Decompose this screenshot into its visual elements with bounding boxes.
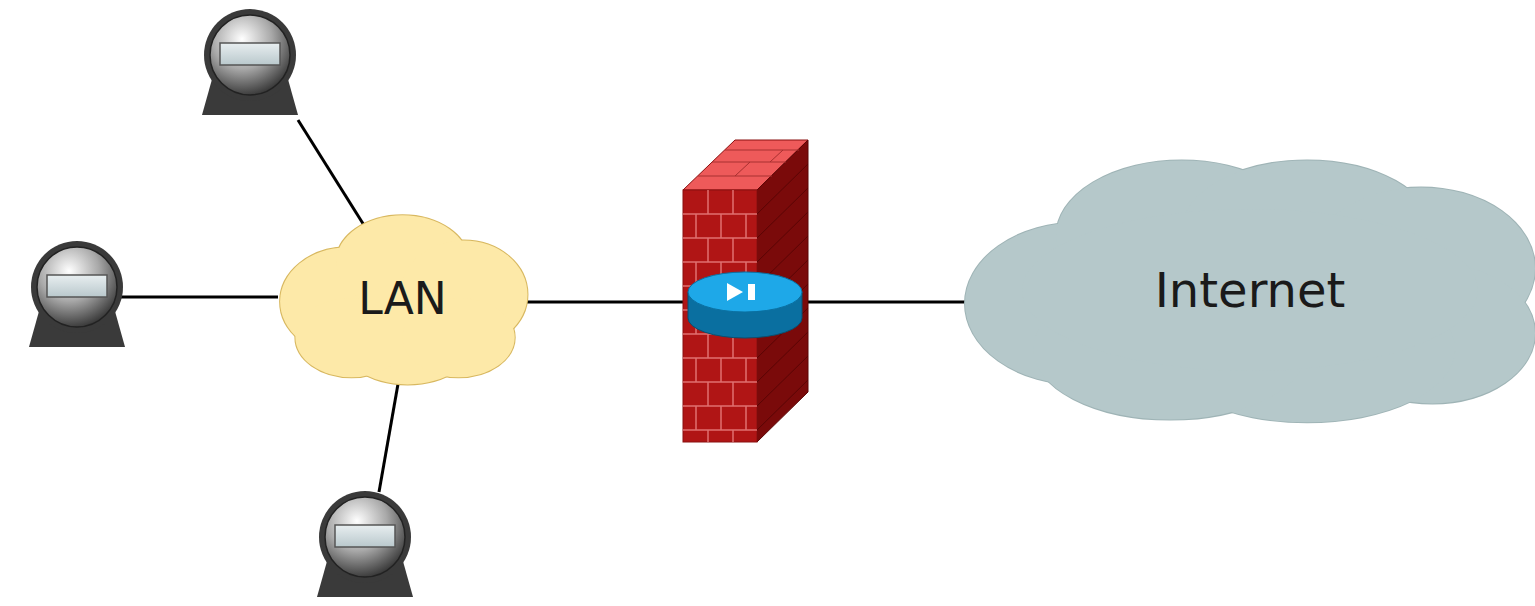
- workstation-icon: [202, 9, 298, 115]
- workstation-icon: [317, 491, 413, 597]
- cloud-node: Internet: [965, 155, 1535, 425]
- firewall-wall: [683, 140, 808, 442]
- router-symbol: [688, 272, 802, 338]
- cloud-node: LAN: [275, 208, 530, 388]
- link-line: [120, 296, 278, 299]
- cloud-label: Internet: [1155, 262, 1346, 318]
- link-line: [379, 384, 398, 492]
- link-line: [298, 120, 367, 230]
- cloud-label: LAN: [358, 273, 447, 324]
- workstation-icon: [29, 241, 125, 347]
